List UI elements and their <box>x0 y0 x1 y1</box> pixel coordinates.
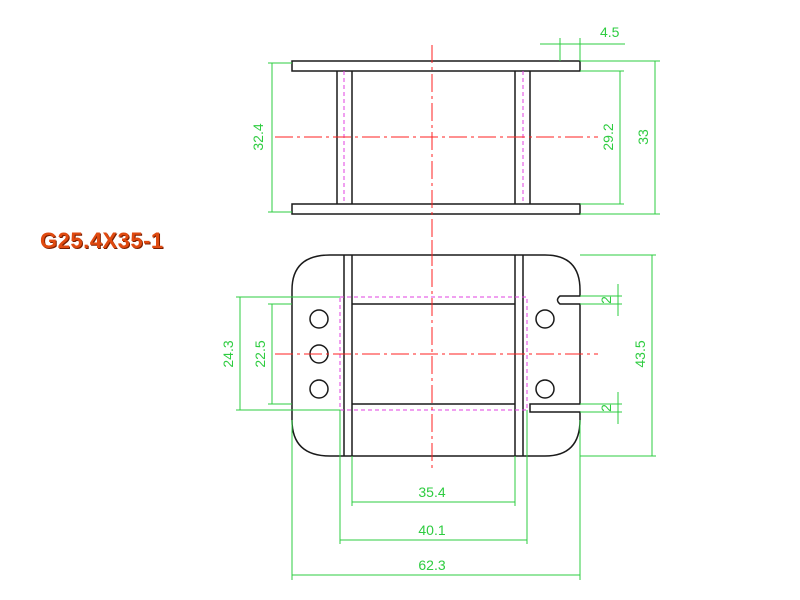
hidden-core-outline <box>339 296 528 411</box>
dim-top-overall-height: 33 <box>635 129 651 145</box>
dim-bottom-width-inner: 35.4 <box>418 484 445 500</box>
top-flange <box>291 60 581 72</box>
pin-hole <box>309 379 329 399</box>
bottom-view-dimensions <box>236 254 656 580</box>
dim-top-flange-offset: 4.5 <box>600 24 620 40</box>
dim-bottom-height-inner-left: 22.5 <box>252 340 268 367</box>
dim-bottom-slot-bottom: 2 <box>598 404 614 412</box>
pin-hole <box>309 309 329 329</box>
dim-bottom-width-mid: 40.1 <box>418 522 445 538</box>
part-title: G25.4X35-1 <box>40 228 164 253</box>
dim-bottom-overall-height: 43.5 <box>632 340 648 367</box>
bottom-flange <box>291 203 581 215</box>
pin-hole <box>535 379 555 399</box>
dim-top-inner-height: 29.2 <box>600 123 616 150</box>
top-view <box>275 45 598 280</box>
pin-hole <box>535 309 555 329</box>
bottom-view <box>275 240 598 470</box>
dim-bottom-height-outer-left: 24.3 <box>220 340 236 367</box>
dim-bottom-slot-top: 2 <box>598 296 614 304</box>
dim-bottom-width-overall: 62.3 <box>418 557 445 573</box>
base-outline <box>291 254 581 457</box>
dim-top-height-left: 32.4 <box>250 123 266 150</box>
top-view-dimensions <box>268 38 660 215</box>
